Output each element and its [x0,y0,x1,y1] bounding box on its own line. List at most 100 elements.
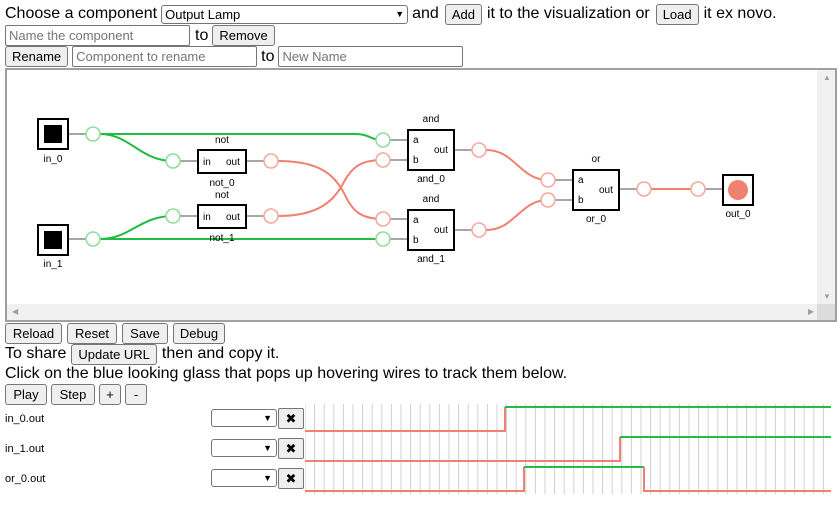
port-circle[interactable] [263,208,279,224]
gate-not1-label: not_1 [209,233,234,244]
wire-in1-not1[interactable] [99,215,174,240]
circuit-diagram[interactable]: in_0 in_1 not in out not_0 not in out no… [7,70,835,320]
add-button[interactable]: Add [444,3,482,25]
low-wires[interactable] [277,149,698,231]
port-circle[interactable] [375,152,391,168]
circuit-canvas[interactable]: in_0 in_1 not in out not_0 not in out no… [5,68,837,322]
component-select[interactable]: Output Lamp ▼ [161,4,409,24]
gate-or0-label: or_0 [586,214,606,225]
gate-and0[interactable]: and a b out and_0 [407,114,455,185]
horizontal-scrollbar[interactable] [7,304,817,320]
component-to-rename-input[interactable]: Component to rename [72,46,258,67]
scrollbar-corner [817,304,835,320]
waveform-or0-low-2 [643,467,831,492]
play-button[interactable]: Play [5,384,47,405]
wire-not1-and0b[interactable] [277,159,384,217]
trace-select[interactable]: ▼ [211,469,277,487]
load-button[interactable]: Load [655,3,699,25]
remove-trace-button[interactable]: ✖ [278,468,304,489]
choose-text: Choose a component [5,5,158,22]
gate-and1-a: a [413,215,419,226]
scroll-left-icon[interactable]: ◀ [12,307,19,316]
to-visualization-text: it to the visualization or [486,5,650,22]
vertical-scrollbar[interactable] [817,70,835,304]
reset-button[interactable]: Reset [67,323,117,344]
port-circle[interactable] [263,153,279,169]
component-name-input[interactable]: Name the component [5,25,190,46]
debug-button[interactable]: Debug [173,323,225,344]
gate-and1[interactable]: and a b out and_1 [407,194,455,265]
waveform-panel [305,404,831,494]
wire-in0-and0a[interactable] [100,133,384,141]
port-circle[interactable] [540,172,556,188]
low-ports[interactable] [263,142,706,238]
step-button[interactable]: Step [51,384,95,405]
toolbar-row-1: Choose a component Output Lamp ▼ and Add… [5,3,777,25]
gate-or0[interactable]: or a b out or_0 [572,154,620,225]
trace-select[interactable]: ▼ [211,409,277,427]
update-url-button[interactable]: Update URL [71,343,157,365]
scroll-down-icon[interactable]: ▼ [823,292,831,301]
speed-up-button[interactable]: + [99,384,121,405]
port-circle[interactable] [540,192,556,208]
chevron-down-icon: ▼ [395,9,405,19]
chevron-down-icon: ▼ [263,443,272,453]
gate-not0-type: not [215,135,229,146]
port-circle[interactable] [636,181,652,197]
output-lamp-out0[interactable]: out_0 [722,174,754,220]
hint-row: Click on the blue looking glass that pop… [5,364,567,384]
wire-and1-or0b[interactable] [485,199,549,231]
gate-or0-type: or [592,154,602,165]
remove-trace-button[interactable]: ✖ [278,438,304,459]
gate-not1-in: in [203,212,211,223]
gate-and0-b: b [413,155,419,166]
rename-button[interactable]: Rename [5,46,69,67]
remove-button[interactable]: Remove [212,25,275,46]
share-row: To share Update URL then and copy it. [5,343,279,365]
gate-and0-label: and_0 [417,174,445,185]
gate-or0-b: b [578,195,584,206]
hint-text: Click on the blue looking glass that pop… [5,365,568,382]
port-circle[interactable] [471,222,487,238]
speed-down-button[interactable]: - [125,384,147,405]
input-in1[interactable]: in_1 [37,224,69,270]
gate-not1[interactable]: not in out not_1 [197,190,247,244]
trace-select[interactable]: ▼ [211,439,277,457]
scroll-right-icon[interactable]: ▶ [808,307,815,316]
trace-label: or_0.out [5,473,46,485]
save-button[interactable]: Save [122,323,168,344]
remove-trace-button[interactable]: ✖ [278,408,304,429]
waveform-in1-low [305,437,621,462]
port-stubs [68,133,723,240]
gate-not1-out: out [226,212,240,223]
high-ports[interactable] [85,126,391,247]
input-in0-label: in_0 [44,154,63,165]
port-circle[interactable] [85,231,101,247]
wire-in0-not0[interactable] [99,133,174,162]
port-circle[interactable] [165,208,181,224]
gate-or0-out: out [599,185,613,196]
port-circle[interactable] [690,181,706,197]
gate-and1-label: and_1 [417,254,445,265]
wire-not0-and1a[interactable] [277,160,384,220]
waveform-grid [305,404,824,494]
port-circle[interactable] [375,231,391,247]
input-in0[interactable]: in_0 [37,118,69,165]
scroll-up-icon[interactable]: ▲ [823,73,831,82]
new-name-input[interactable]: New Name [278,46,464,67]
gate-not0-label: not_0 [209,178,234,189]
port-circle[interactable] [165,153,181,169]
port-circle[interactable] [375,132,391,148]
reload-button[interactable]: Reload [5,323,62,344]
port-circle[interactable] [471,142,487,158]
port-circle[interactable] [85,126,101,142]
gate-and1-b: b [413,235,419,246]
gate-not0[interactable]: not in out not_0 [197,135,247,189]
waveform-in0-low [305,407,506,432]
port-circle[interactable] [375,211,391,227]
input-in1-label: in_1 [44,259,63,270]
waveform-or0-low-1 [305,467,525,492]
wire-and0-or0a[interactable] [485,149,549,181]
gate-and0-a: a [413,135,419,146]
gate-not1-type: not [215,190,229,201]
